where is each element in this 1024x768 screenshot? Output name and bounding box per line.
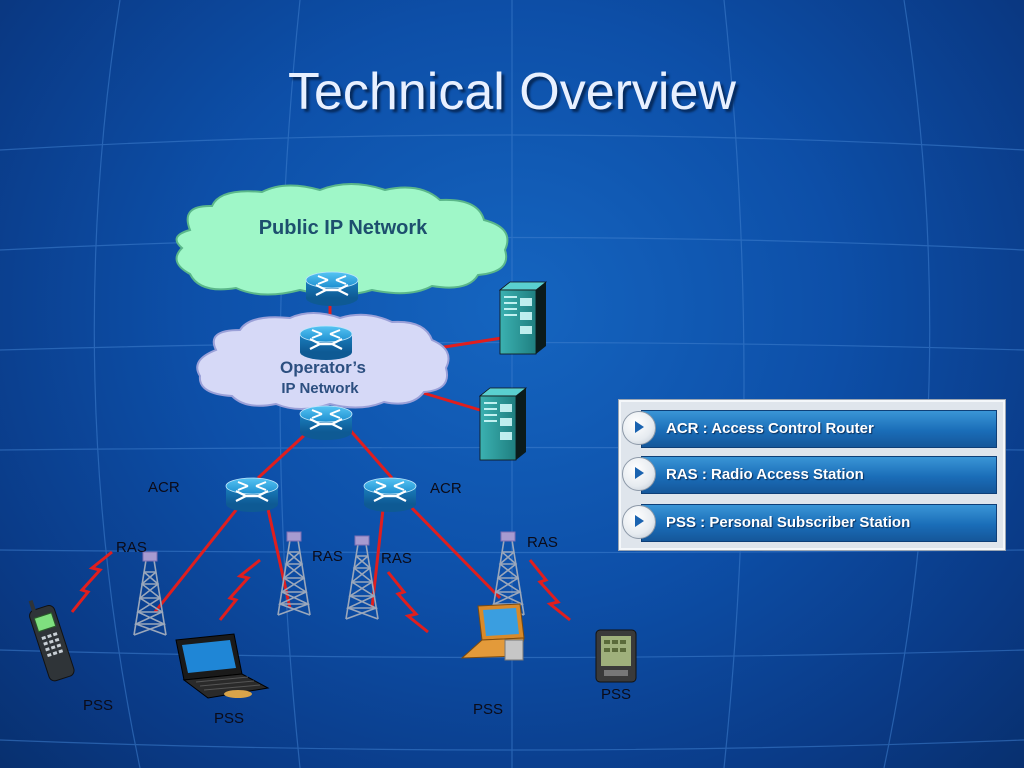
acr-label-right: ACR xyxy=(430,480,462,497)
ras-label-4: RAS xyxy=(527,534,558,551)
mobile-phone-icon xyxy=(28,600,75,682)
acr-label-left: ACR xyxy=(148,479,180,496)
wireless-link-icon-4 xyxy=(528,558,572,622)
operator-network-label-line2: IP Network xyxy=(281,380,359,397)
server-icon-bottom xyxy=(479,387,527,461)
pss-label-2: PSS xyxy=(214,710,244,727)
router-icon-acr-left xyxy=(224,476,280,514)
wireless-link-icon-2 xyxy=(218,558,262,622)
operator-ip-network-cloud: Operator’s IP Network xyxy=(196,312,450,410)
laptop-icon-black xyxy=(175,633,270,699)
router-icon-acr-right xyxy=(362,476,418,514)
play-bullet-icon xyxy=(622,411,656,445)
wireless-link-icon-3 xyxy=(386,570,430,634)
legend-label: ACR : Access Control Router xyxy=(666,420,874,437)
legend-item-acr: ACR : Access Control Router xyxy=(619,408,1005,448)
ras-label-1: RAS xyxy=(116,539,147,556)
legend-item-ras: RAS : Radio Access Station xyxy=(619,454,1005,494)
pss-label-1: PSS xyxy=(83,697,113,714)
laptop-icon-orange xyxy=(460,603,525,661)
public-ip-network-label: Public IP Network xyxy=(259,217,428,239)
router-icon-public xyxy=(304,270,360,308)
legend-bar: ACR : Access Control Router xyxy=(641,410,997,448)
ras-label-2: RAS xyxy=(312,548,343,565)
legend-panel: ACR : Access Control Router RAS : Radio … xyxy=(618,399,1006,551)
legend-item-pss: PSS : Personal Subscriber Station xyxy=(619,502,1005,542)
ras-tower-icon-3 xyxy=(345,535,379,620)
pss-label-3: PSS xyxy=(473,701,503,718)
play-bullet-icon xyxy=(622,457,656,491)
ras-tower-icon-1 xyxy=(133,551,167,636)
legend-label: PSS : Personal Subscriber Station xyxy=(666,514,911,531)
legend-label: RAS : Radio Access Station xyxy=(666,466,864,483)
slide-title: Technical Overview xyxy=(288,63,736,121)
legend-bar: PSS : Personal Subscriber Station xyxy=(641,504,997,542)
router-icon-operator-bottom xyxy=(298,404,354,442)
pda-icon xyxy=(595,629,637,683)
legend-bar: RAS : Radio Access Station xyxy=(641,456,997,494)
wireless-link-icon-1 xyxy=(70,550,114,614)
public-ip-network-cloud: Public IP Network xyxy=(175,183,509,296)
ras-tower-icon-4 xyxy=(491,531,525,616)
operator-network-label-line1: Operator’s xyxy=(280,358,366,377)
pss-label-4: PSS xyxy=(601,686,631,703)
play-bullet-icon xyxy=(622,505,656,539)
router-icon-operator-top xyxy=(298,324,354,362)
ras-label-3: RAS xyxy=(381,550,412,567)
server-icon-top xyxy=(499,281,547,355)
